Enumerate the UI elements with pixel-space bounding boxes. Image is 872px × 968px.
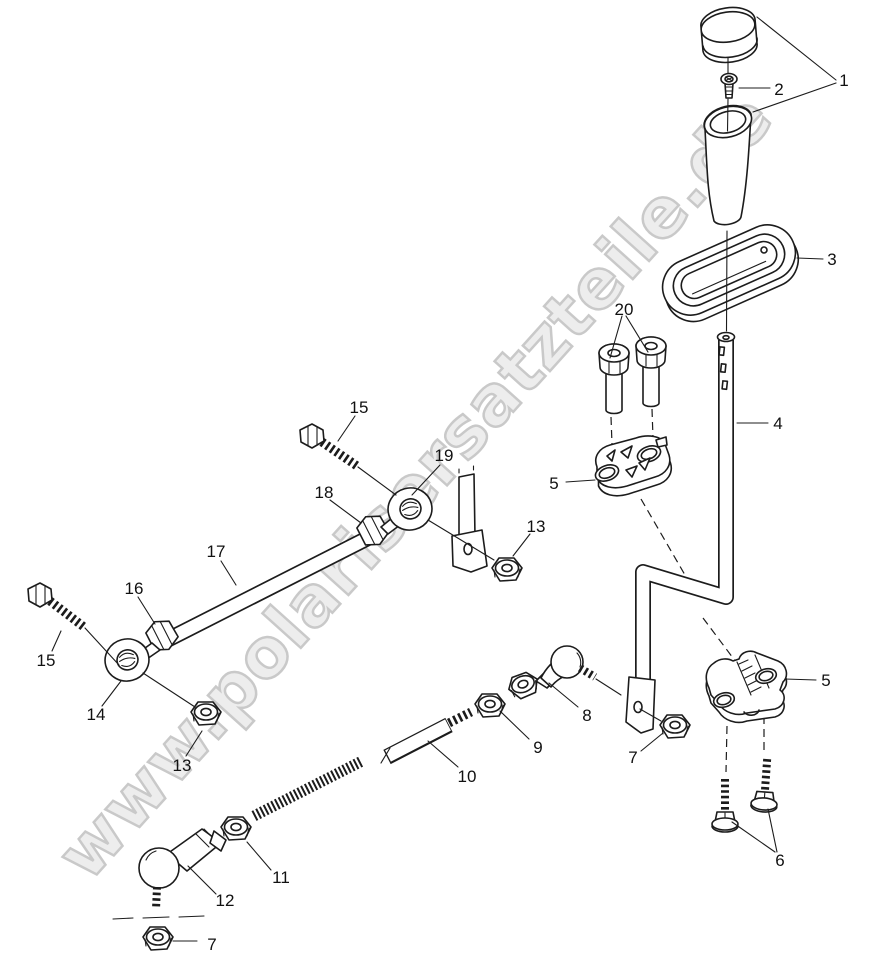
part-label-1: 1 [839,71,848,90]
jam-nut-9 [474,693,506,718]
part-label-13-right: 13 [527,517,546,536]
shift-knob-cap [700,6,758,64]
part-label-16: 16 [125,579,144,598]
part-label-19: 19 [435,446,454,465]
part-label-7-bottom: 7 [207,935,216,954]
part-label-9: 9 [533,738,542,757]
jam-nut-11 [220,816,252,841]
mount-bracket-upper [594,435,673,497]
part-label-20: 20 [615,300,634,319]
part-label-15-left: 15 [37,651,56,670]
lock-nut-13-left [190,701,222,726]
part-label-5-upper: 5 [549,474,558,493]
part-label-14: 14 [87,705,106,724]
socket-bolt-left [598,343,630,415]
socket-bolt-right [635,336,667,408]
flange-bolt-right [750,758,780,813]
link-rod-10 [380,707,474,765]
part-label-6: 6 [775,851,784,870]
shift-lever-rod [625,331,736,734]
part-label-3: 3 [827,250,836,269]
part-label-15-upper: 15 [350,398,369,417]
hex-bolt-15-left [27,582,87,631]
part-label-10: 10 [458,767,477,786]
mount-bracket-lower [705,650,788,724]
ball-joint-12 [138,828,227,910]
part-label-2: 2 [774,80,783,99]
rod-end-8 [504,645,598,703]
shift-knob-body [703,104,753,226]
part-label-13-left: 13 [173,756,192,775]
part-label-5-lower: 5 [821,671,830,690]
part-label-4: 4 [773,414,782,433]
break-line [112,915,205,920]
part-label-8: 8 [582,706,591,725]
detent-slots [718,346,729,391]
part-label-17: 17 [207,542,226,561]
part-label-11: 11 [272,868,290,887]
leader-lines [51,16,837,942]
boot-plate [661,224,800,323]
center-axis-lines [725,57,729,332]
linkage-rod-assembly [99,482,438,687]
threaded-shaft [251,756,365,821]
rod-end-14 [99,633,155,687]
part-label-18: 18 [315,483,334,502]
selector-arm [451,465,488,573]
hex-nut-7-bottom [142,926,174,951]
knob-screw [720,72,738,99]
part-label-12: 12 [216,891,235,910]
assembly-guide-lines [610,408,765,773]
hex-nut-7-right [659,714,691,739]
lock-nut-13-right [491,557,523,582]
hex-bolt-15-upper [299,423,360,470]
boot-plate-hole [760,246,768,254]
part-label-7-right: 7 [628,748,637,767]
